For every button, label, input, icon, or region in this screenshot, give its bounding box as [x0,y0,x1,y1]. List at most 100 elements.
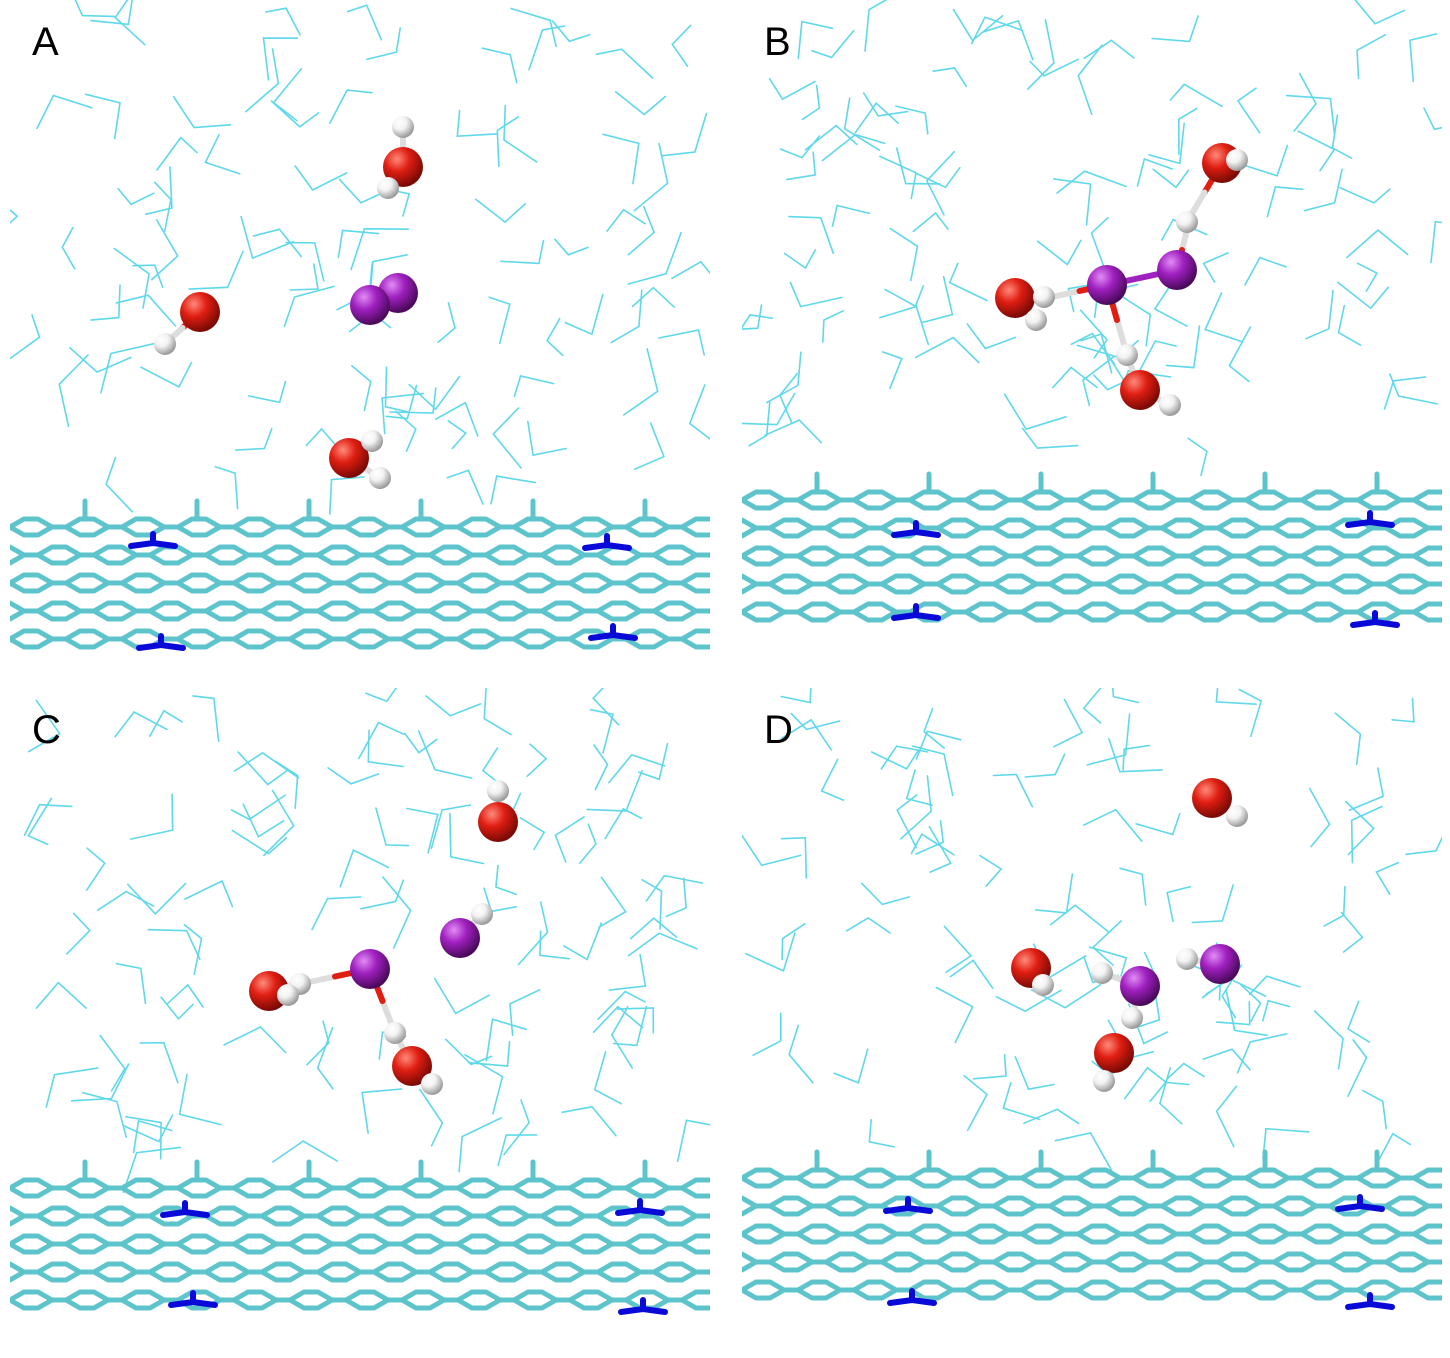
water-line [446,469,484,505]
water-line [788,215,835,255]
water-line [1236,87,1261,134]
water-line [645,874,704,902]
water-line [915,820,945,855]
water-line [58,354,89,428]
water-line [1021,427,1079,449]
sheet-zigzag-row [742,489,1442,503]
water-line [1111,688,1140,704]
water-line [510,7,557,48]
water-line [425,695,482,717]
water-line [1014,1055,1055,1091]
water-line [1026,18,1055,90]
water-line [595,48,654,79]
water-line [262,37,299,81]
water-line [880,745,929,770]
water-line [458,1117,502,1173]
water-line [1090,216,1109,272]
water-line [231,829,288,855]
water-line [264,7,301,36]
hydrogen-atom [384,1022,406,1044]
sheet-zigzag-row [10,608,710,622]
water-line [854,102,899,134]
water-line [1149,1081,1190,1103]
hydrogen-atom [1025,309,1047,331]
water-line [1262,1127,1310,1160]
water-line [921,275,954,324]
water-line [419,1088,444,1147]
water-line [99,1034,126,1092]
water-line [214,465,239,510]
water-line [785,151,816,181]
sheet-zigzag-row [10,1185,710,1199]
sheet-zigzag-row [10,1269,710,1283]
hydrogen-atom [1033,286,1055,308]
oxygen-atom [383,147,423,187]
water-molecules-lines [742,0,1442,477]
water-line [1052,178,1092,226]
water-line [661,112,708,157]
water-line [870,750,919,770]
water-line [447,419,467,450]
water-line [604,807,643,840]
water-line [1261,999,1291,1022]
water-line [895,105,929,135]
water-line [1077,44,1103,116]
water-line [350,227,410,271]
water-line [192,695,220,743]
water-line [1297,130,1336,172]
water-line [167,983,204,1008]
water-line [1334,712,1362,765]
water-line [496,116,520,168]
water-line [742,392,796,426]
water-line [1034,873,1074,914]
water-line [1135,340,1178,379]
water-line [1236,1032,1288,1074]
water-line [627,932,698,957]
water-line [864,0,888,52]
water-line [385,384,418,420]
hydrogen-atom [1121,1007,1143,1029]
sheet-zigzag-row [742,1203,1442,1217]
oxygen-atom [995,278,1035,318]
water-line [1308,787,1331,848]
water-line [272,67,303,122]
water-line [346,4,383,41]
sheet-zigzag-row [10,600,710,614]
water-line [183,923,203,976]
sheet-zigzag-row [742,581,1442,595]
hydrogen-atom [277,984,299,1006]
water-line [263,789,295,857]
panel-b: B [742,0,1442,670]
nitrogen-doped-graphene-sheet [10,498,710,650]
water-line [1383,376,1427,410]
sheet-zigzag-row [10,1213,710,1227]
sheet-zigzag-row [10,552,710,566]
water-line [1187,437,1208,477]
panel-a-label: A [32,20,59,64]
water-line [188,250,244,290]
water-line [149,709,183,738]
water-line [1166,1062,1205,1080]
water-line [742,314,774,329]
sheet-zigzag-row [10,1261,710,1275]
water-line [10,208,19,224]
water-line [995,989,1062,1013]
sheet-zigzag-row [10,580,710,594]
nitrogen-doped-graphene-sheet [742,471,1442,623]
water-line [139,1041,179,1084]
sheet-zigzag-row [742,517,1442,531]
water-line [1088,946,1128,980]
water-line [1029,58,1080,77]
water-line [935,986,974,1044]
water-line [223,1026,287,1054]
water-line [608,753,666,784]
sheet-zigzag-row [742,573,1442,587]
water-line [966,323,1017,350]
sheet-zigzag-row [742,525,1442,539]
water-line [845,916,891,934]
water-line [526,420,567,457]
water-line [862,92,909,117]
water-line [688,384,710,440]
water-line [36,94,93,130]
water-line [151,219,179,281]
